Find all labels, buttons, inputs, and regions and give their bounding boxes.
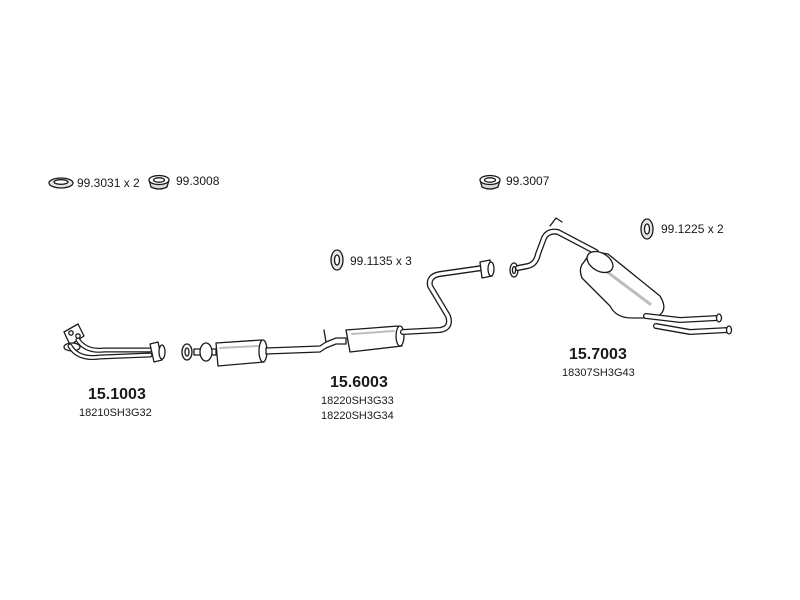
- gasket-99-3031-icon: [48, 177, 74, 189]
- rear-silencer-oe-numbers: 18307SH3G43: [562, 366, 635, 381]
- rubber-mount-99-1225-icon: [640, 218, 654, 240]
- front-pipe-oe-number: 18210SH3G32: [79, 407, 152, 419]
- rear-silencer-part-number: 15.7003: [569, 346, 627, 363]
- gasket-99-3007-icon: [479, 174, 501, 190]
- front-pipe-oe-numbers: 18210SH3G32: [79, 406, 152, 421]
- front-pipe-part-number: 15.1003: [88, 386, 146, 403]
- middle-section-oe-numbers: 18220SH3G33 18220SH3G34: [321, 394, 394, 424]
- rear-silencer-oe-number: 18307SH3G43: [562, 367, 635, 379]
- middle-section-oe-number: 18220SH3G33: [321, 395, 394, 407]
- gasket-99-3007-label: 99.3007: [506, 174, 550, 188]
- middle-section-oe-number: 18220SH3G34: [321, 410, 394, 422]
- rear-silencer-icon: [509, 217, 733, 335]
- gasket-99-3031-label: 99.3031 x 2: [77, 176, 140, 190]
- middle-section-icon: [181, 259, 495, 367]
- gasket-99-3008-icon: [148, 174, 170, 190]
- middle-section-part-number: 15.6003: [330, 374, 388, 391]
- rubber-mount-99-1225-label: 99.1225 x 2: [661, 222, 724, 236]
- gasket-99-3008-label: 99.3008: [176, 174, 220, 188]
- front-pipe-icon: [63, 323, 166, 363]
- rubber-mount-99-1135-icon: [330, 249, 344, 271]
- rubber-mount-99-1135-label: 99.1135 x 3: [350, 254, 412, 268]
